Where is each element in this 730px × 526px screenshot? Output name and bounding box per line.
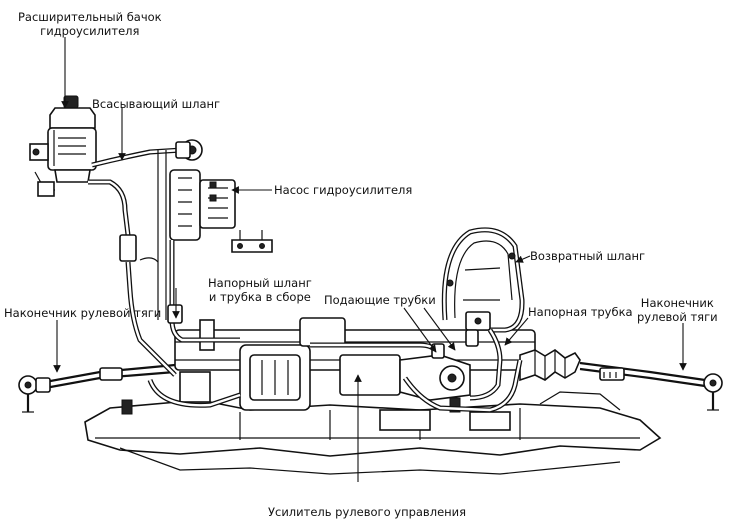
- reservoir: [29, 95, 97, 197]
- leader-lines: [53, 37, 687, 482]
- steering-rack: [121, 317, 536, 415]
- label-return-hose: Возвратный шланг: [530, 249, 646, 263]
- label-reservoir-line2: гидроусилителя: [40, 24, 140, 38]
- label-pressure-assembly-line1: Напорный шланг: [208, 276, 312, 290]
- label-pressure-assembly: Напорный шланг и трубка в сборе: [208, 276, 312, 304]
- label-tie-rod-right: Наконечник рулевой тяги: [637, 296, 718, 324]
- feed-tubes: [310, 328, 523, 413]
- suction-hose: [91, 141, 191, 168]
- label-pressure-assembly-line2: и трубка в сборе: [208, 290, 311, 304]
- label-reservoir-line1: Расширительный бачок: [18, 10, 162, 24]
- label-tie-rod-left: Наконечник рулевой тяги: [4, 306, 162, 320]
- right-boot: [519, 349, 581, 382]
- subframe: [84, 391, 662, 475]
- label-pressure-tube: Напорная трубка: [528, 305, 633, 319]
- label-feed-tubes: Подающие трубки: [324, 293, 436, 307]
- label-suction-hose: Всасывающий шланг: [92, 97, 221, 111]
- right-tie-rod: [579, 361, 723, 411]
- label-tie-rod-right-line2: рулевой тяги: [637, 310, 718, 324]
- label-steering-gear: Усилитель рулевого управления: [268, 505, 467, 519]
- reservoir-return-line: [88, 179, 177, 377]
- return-hose: [441, 227, 525, 333]
- label-pump: Насос гидроусилителя: [274, 183, 413, 197]
- left-tie-rod: [18, 363, 176, 413]
- label-tie-rod-right-line1: Наконечник: [640, 296, 714, 310]
- label-reservoir: Расширительный бачок гидроусилителя: [18, 10, 162, 38]
